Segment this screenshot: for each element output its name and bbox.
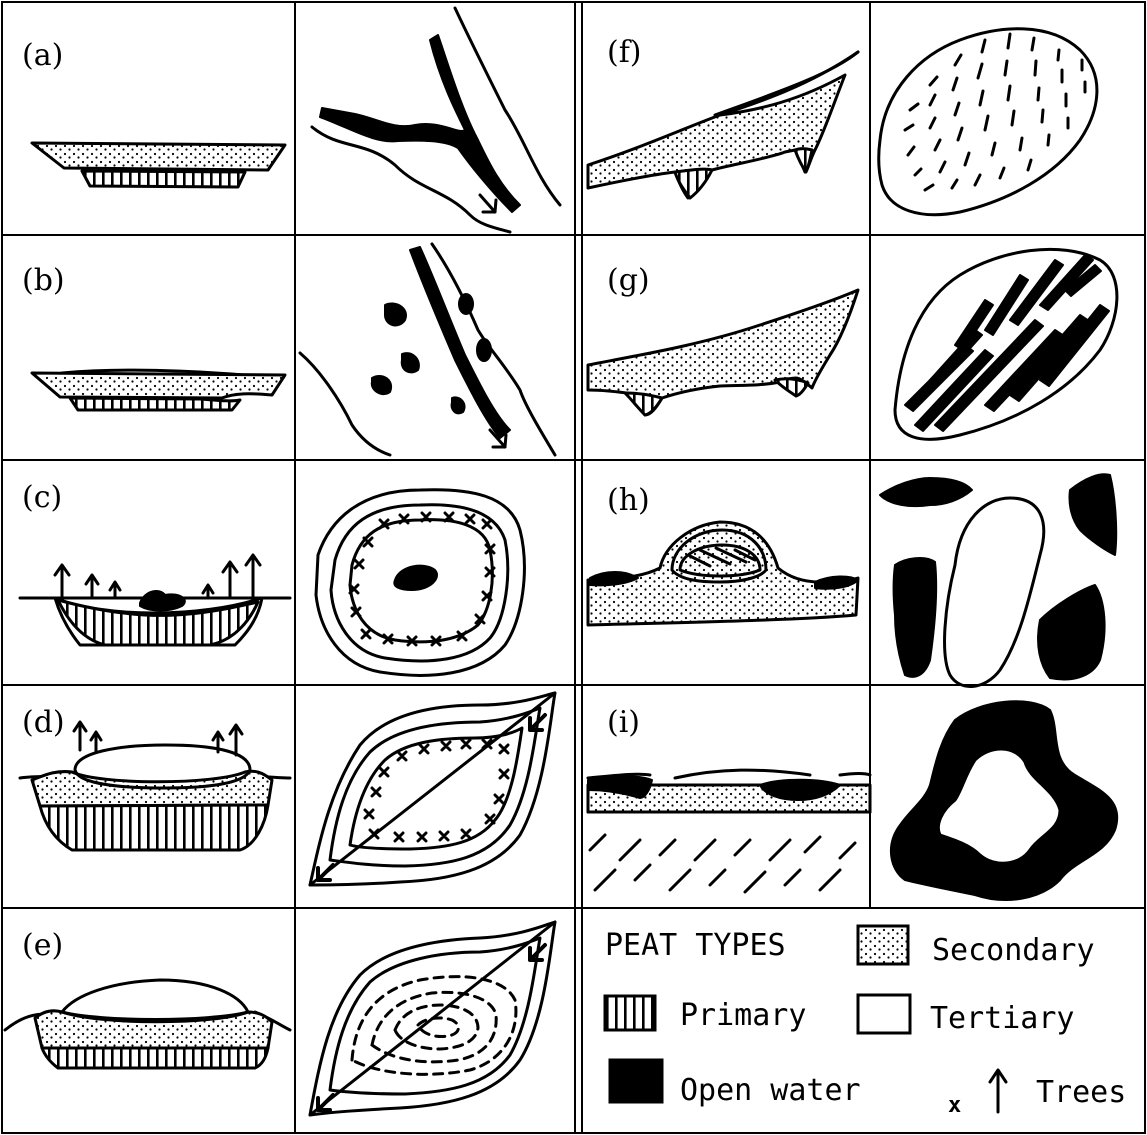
panel-h-cross-section xyxy=(588,522,858,625)
panel-i-plan-view xyxy=(891,701,1117,900)
panel-f-dashes xyxy=(905,34,1085,190)
panel-a: (a) xyxy=(22,8,560,232)
panel-a-plan-view xyxy=(312,8,560,232)
legend-trees: x Trees xyxy=(948,1070,1126,1118)
panel-label-f: (f) xyxy=(607,35,642,70)
panel-g: (g) xyxy=(588,249,1117,439)
legend-open-water-label: Open water xyxy=(680,1073,861,1108)
legend-primary-label: Primary xyxy=(680,998,806,1033)
panel-c: (c) xyxy=(20,480,524,675)
panel-e: (e) xyxy=(5,922,555,1115)
panel-label-h: (h) xyxy=(607,483,650,518)
panel-h-plan-view xyxy=(880,474,1116,686)
panel-d-tree-icons xyxy=(74,722,242,755)
panel-e-dashed-rings xyxy=(352,977,516,1075)
panel-i: (i) xyxy=(588,701,1117,900)
panel-label-a: (a) xyxy=(22,38,63,73)
tree-arrow-icon xyxy=(990,1070,1006,1112)
legend: PEAT TYPES Secondary Primary Tertiary Op… xyxy=(605,926,1126,1118)
legend-tertiary-label: Tertiary xyxy=(930,1001,1075,1036)
legend-open-water: Open water xyxy=(610,1060,861,1108)
panel-a-cross-section xyxy=(32,143,285,187)
panel-label-i: (i) xyxy=(607,705,640,740)
legend-primary: Primary xyxy=(605,996,806,1033)
legend-secondary-swatch xyxy=(858,926,908,964)
panel-c-plan-view xyxy=(316,490,524,676)
legend-tree-cross-symbol: x xyxy=(948,1093,961,1118)
panel-d: (d) xyxy=(20,693,555,885)
panel-i-substrate-hatch xyxy=(590,835,855,892)
panel-e-plan-view xyxy=(310,922,555,1115)
panel-label-b: (b) xyxy=(22,263,65,298)
legend-open-water-swatch xyxy=(610,1060,662,1102)
panel-g-plan-view xyxy=(895,249,1117,439)
panel-d-cross-section xyxy=(20,722,290,850)
panel-b-cross-section xyxy=(32,370,285,410)
legend-secondary: Secondary xyxy=(858,926,1095,968)
panel-f-cross-section xyxy=(588,52,858,198)
panel-f: (f) xyxy=(588,29,1097,215)
legend-tertiary-swatch xyxy=(858,995,910,1033)
panel-e-cross-section xyxy=(5,980,290,1068)
panel-label-d: (d) xyxy=(22,705,65,740)
panel-g-open-water-strips xyxy=(905,255,1109,431)
panel-f-plan-view xyxy=(879,29,1097,215)
legend-title: PEAT TYPES xyxy=(605,928,786,963)
legend-secondary-label: Secondary xyxy=(932,933,1095,968)
panel-label-c: (c) xyxy=(22,480,62,515)
panel-label-g: (g) xyxy=(607,263,650,298)
panel-b-plan-view xyxy=(300,244,555,455)
panel-b: (b) xyxy=(22,244,555,455)
panel-label-e: (e) xyxy=(22,928,63,963)
panel-i-cross-section xyxy=(588,770,870,892)
legend-trees-label: Trees xyxy=(1036,1075,1126,1110)
panel-h: (h) xyxy=(588,474,1116,686)
legend-tertiary: Tertiary xyxy=(858,995,1075,1036)
panel-g-cross-section xyxy=(588,290,858,415)
panel-c-cross-section xyxy=(20,555,290,645)
legend-primary-swatch xyxy=(605,996,655,1030)
panel-d-plan-view xyxy=(310,693,555,885)
